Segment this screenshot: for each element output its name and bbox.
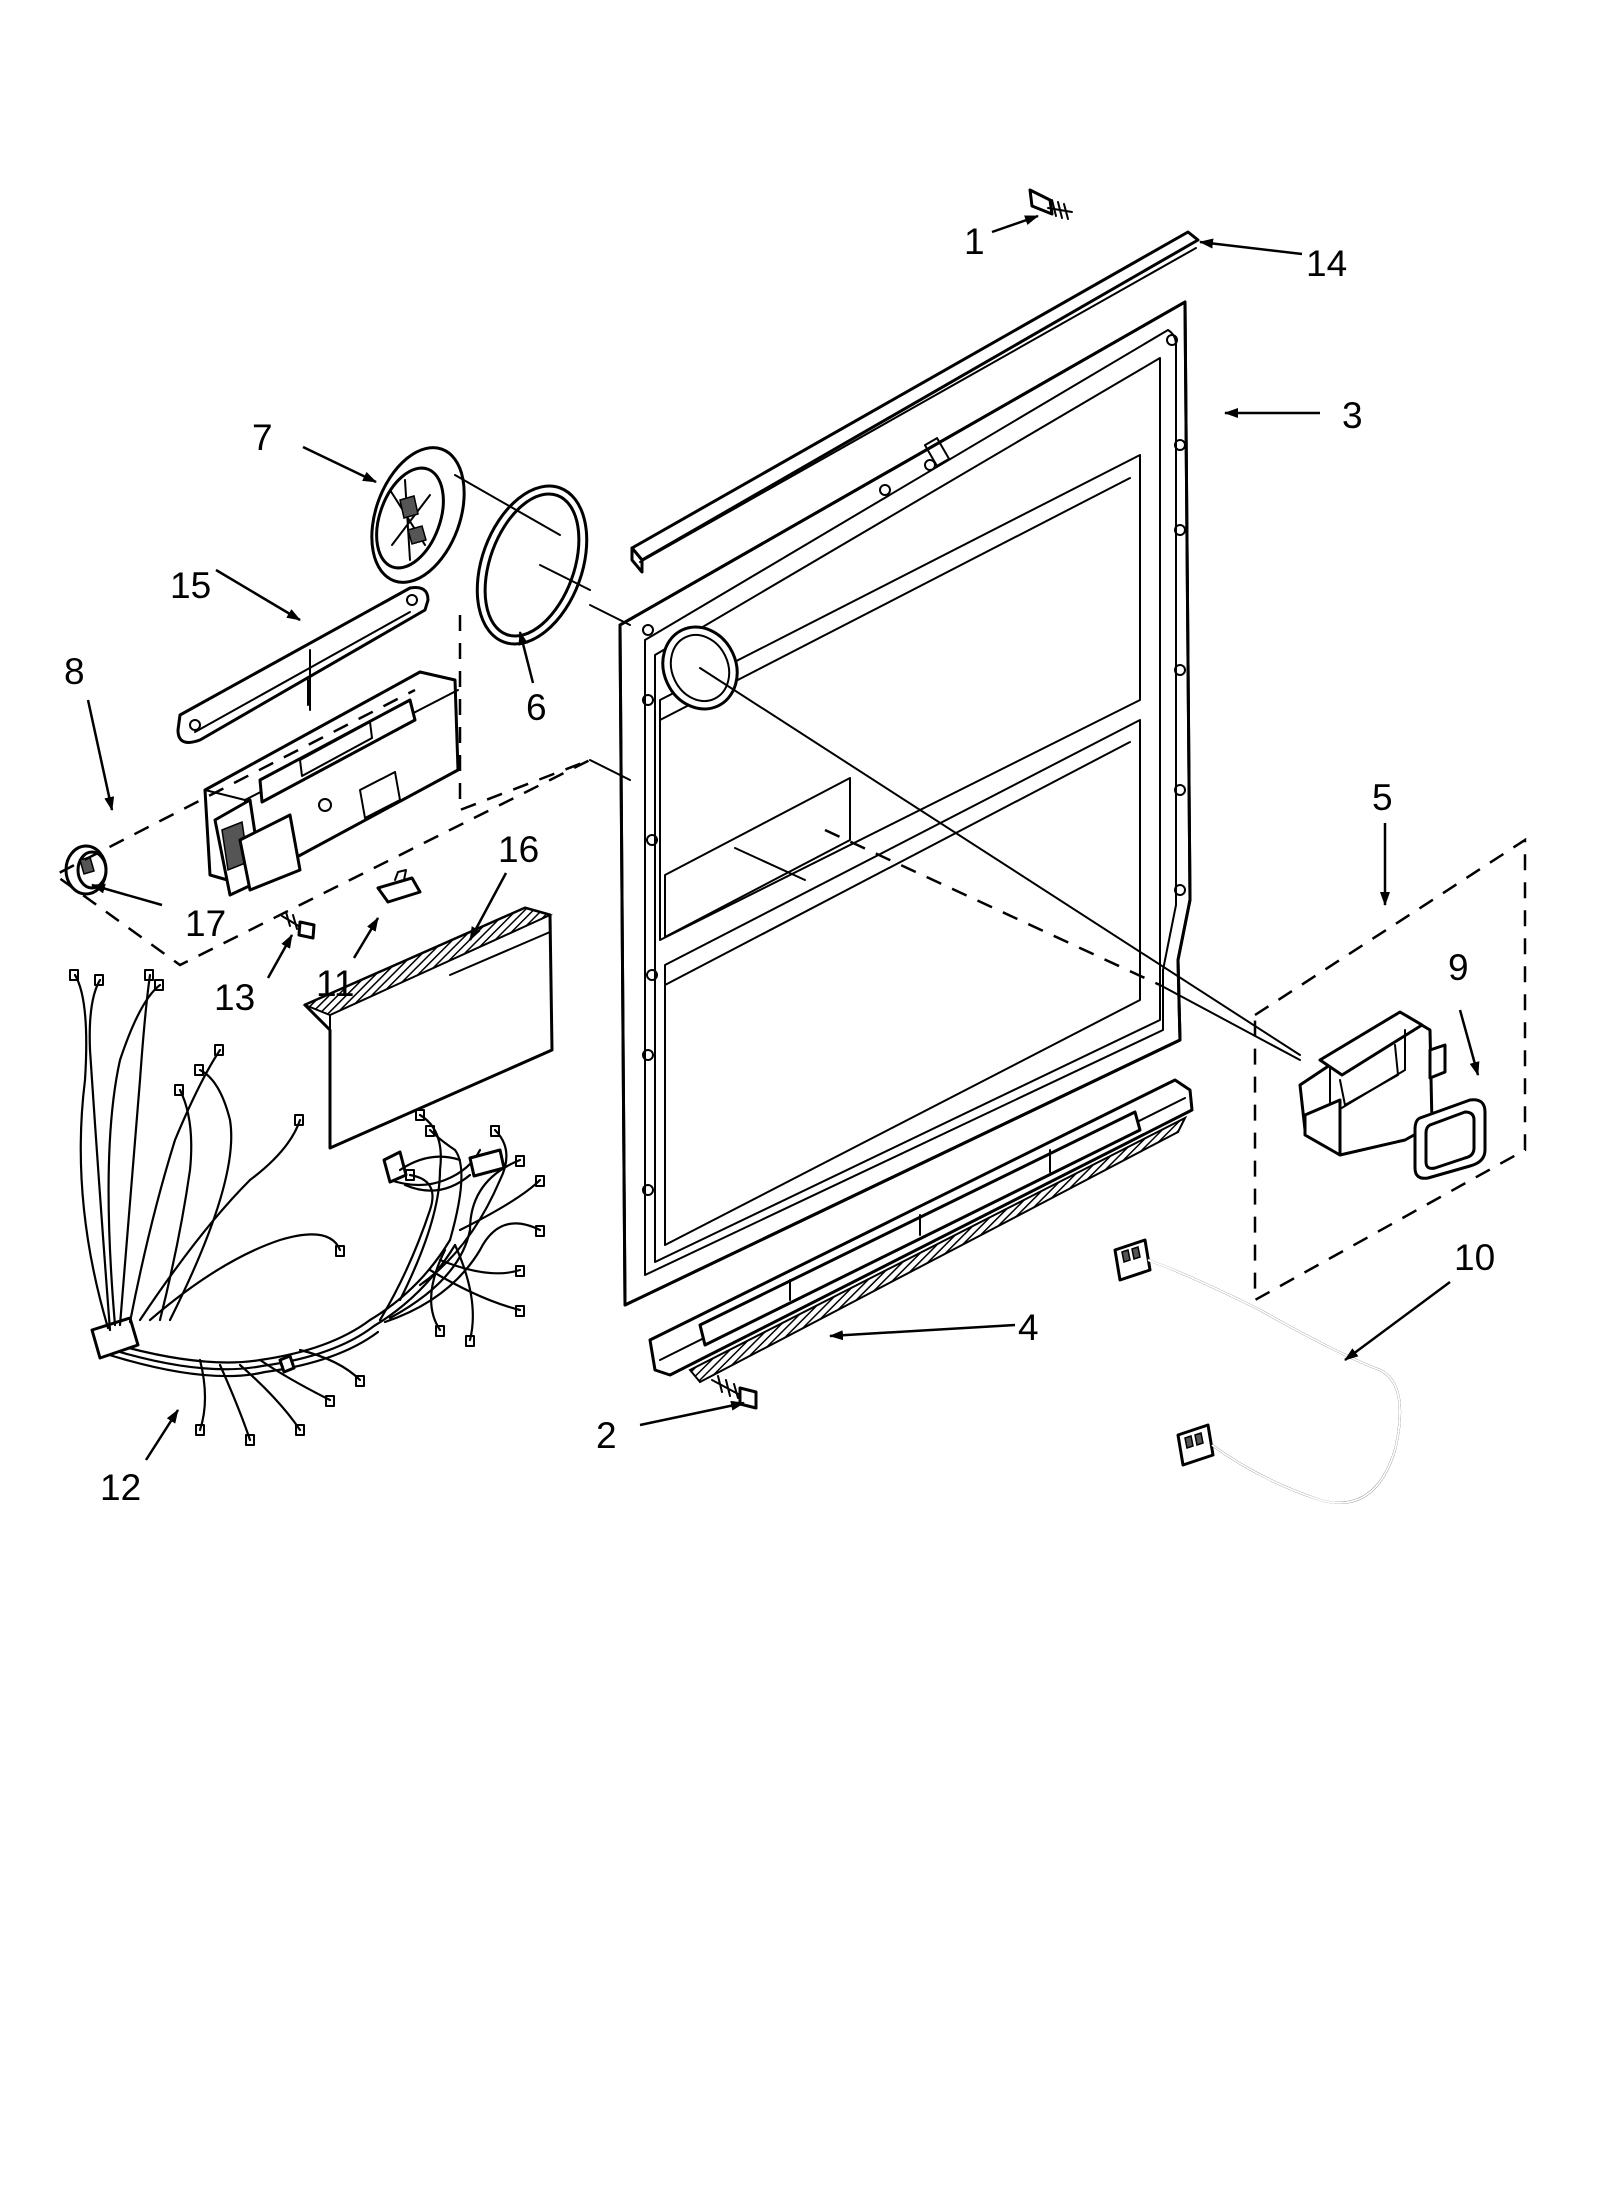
callout-3: 3 <box>1342 395 1363 436</box>
callout-2: 2 <box>596 1415 617 1456</box>
top-trim-strip <box>630 230 1200 574</box>
callout-7: 7 <box>252 417 273 458</box>
callout-11: 11 <box>316 963 354 1004</box>
callout-4: 4 <box>1018 1307 1039 1348</box>
gasket-7 <box>370 446 466 584</box>
screw-13 <box>281 911 316 940</box>
clip-11 <box>376 869 422 904</box>
callout-17: 17 <box>185 903 226 944</box>
callout-9: 9 <box>1448 947 1469 988</box>
callout-12: 12 <box>100 1467 141 1508</box>
sensor-5 <box>1298 1010 1447 1157</box>
callout-16: 16 <box>498 829 539 870</box>
bottom-vent-trim <box>648 1078 1194 1384</box>
callout-6: 6 <box>526 687 547 728</box>
seal-9 <box>1413 1098 1487 1180</box>
cap-17 <box>64 844 108 896</box>
main-wire-harness-12 <box>69 969 545 1446</box>
callout-14: 14 <box>1306 243 1347 284</box>
assembly-center-lines <box>454 474 1301 1061</box>
group-outline-5 <box>1253 837 1527 1303</box>
screw-2 <box>711 1375 758 1410</box>
callout-5: 5 <box>1372 777 1393 818</box>
control-board-16 <box>302 906 554 1150</box>
callout-10: 10 <box>1454 1237 1495 1278</box>
screw-1 <box>1028 188 1073 220</box>
inner-door-panel <box>618 300 1192 1307</box>
dispenser-assembly-8 <box>203 649 460 897</box>
dispenser-cover-15 <box>176 586 430 744</box>
callout-15: 15 <box>170 565 211 606</box>
group-outline-8 <box>52 615 591 967</box>
callout-13: 13 <box>214 977 255 1018</box>
o-ring-6 <box>475 484 589 646</box>
callout-labels: 1 14 3 7 15 8 6 5 9 16 17 13 11 10 4 2 1… <box>64 221 1495 1508</box>
harness-10 <box>1113 1238 1402 1504</box>
callout-8: 8 <box>64 651 85 692</box>
callout-1: 1 <box>964 221 985 262</box>
leader-lines <box>86 214 1480 1461</box>
